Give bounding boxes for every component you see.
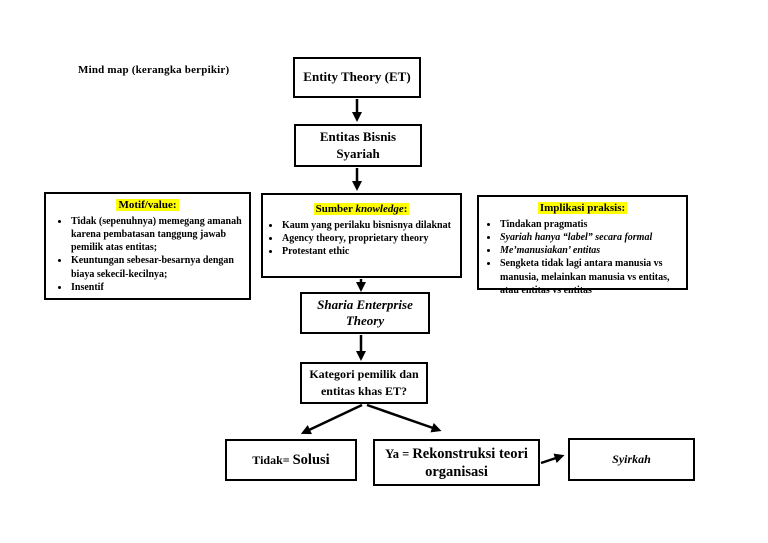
tidak-prefix: Tidak=: [252, 452, 293, 467]
implikasi-bullet-2: Syariah hanya “label” secara formal: [499, 231, 682, 244]
motif-value-title-highlight: Motif/value:: [116, 199, 179, 211]
motif-bullet-2: Keuntungan sebesar-besarnya dengan biaya…: [70, 254, 245, 280]
kategori-line2: entitas khas ET?: [320, 384, 408, 398]
implikasi-bullet-1: Tindakan pragmatis: [499, 218, 682, 231]
sumber-bullet-3: Protestant ethic: [281, 245, 456, 258]
sumber-bullet-2: Agency theory, proprietary theory: [281, 232, 456, 245]
node-entity-theory-label: Entity Theory (ET): [303, 69, 411, 85]
motif-value-title: Motif/value:: [46, 199, 249, 213]
node-kategori-pemilik: Kategori pemilik dan entitas khas ET?: [300, 362, 428, 404]
sumber-bullet-1: Kaum yang perilaku bisnisnya dilaknat: [281, 219, 456, 232]
arrow-kategori-to-ya: [366, 403, 442, 433]
page-title: Mind map (kerangka berpikir): [78, 64, 230, 76]
ya-prefix: Ya =: [385, 447, 413, 461]
node-ya-rekonstruksi: Ya = Rekonstruksi teori organisasi: [373, 439, 540, 486]
node-entitas-bisnis-syariah: Entitas Bisnis Syariah: [294, 124, 422, 167]
sumber-knowledge-bullet-list: Kaum yang perilaku bisnisnya dilaknat Ag…: [263, 219, 456, 259]
ya-rekonstruksi-label: Ya = Rekonstruksi teori organisasi: [385, 446, 528, 481]
motif-bullet-3: Insentif: [70, 281, 245, 294]
sumber-title-knowledge-word: knowledge: [355, 203, 404, 215]
node-syirkah: Syirkah: [568, 438, 695, 481]
node-entity-theory: Entity Theory (ET): [293, 57, 421, 98]
node-entitas-line1: Entitas Bisnis: [319, 129, 397, 145]
implikasi-praksis-bullet-list: Tindakan pragmatis Syariah hanya “label”…: [479, 218, 682, 297]
ya-word: Rekonstruksi teori organisasi: [412, 446, 528, 481]
node-sharia-enterprise-theory: Sharia Enterprise Theory: [300, 292, 430, 334]
motif-bullet-1: Tidak (sepenuhnya) memegang amanah karen…: [70, 215, 245, 255]
sumber-title-pre: Sumber: [315, 203, 356, 215]
motif-value-bullet-list: Tidak (sepenuhnya) memegang amanah karen…: [46, 215, 245, 294]
sharia-line2: Theory: [345, 313, 385, 328]
kategori-line1: Kategori pemilik dan: [309, 366, 419, 381]
arrow-ya-to-syirkah: [540, 453, 565, 465]
syirkah-label: Syirkah: [612, 452, 651, 466]
node-implikasi-praksis: Implikasi praksis: Tindakan pragmatis Sy…: [477, 195, 688, 296]
node-entitas-line2: Syariah: [336, 145, 380, 161]
sharia-line1: Sharia Enterprise: [317, 296, 413, 312]
arrow-kategori-to-tidak: [300, 403, 363, 435]
sumber-knowledge-title: Sumber knowledge:: [263, 203, 460, 217]
implikasi-bullet-4: Sengketa tidak lagi antara manusia vs ma…: [499, 257, 682, 297]
tidak-solusi-label: Tidak= Solusi: [252, 451, 329, 469]
sumber-title-colon: :: [403, 203, 408, 215]
node-sumber-knowledge: Sumber knowledge: Kaum yang perilaku bis…: [261, 193, 462, 278]
tidak-word: Solusi: [292, 451, 330, 468]
implikasi-praksis-title-highlight: Implikasi praksis:: [537, 202, 628, 214]
node-motif-value: Motif/value: Tidak (sepenuhnya) memegang…: [44, 192, 251, 300]
sumber-knowledge-title-highlight: Sumber knowledge:: [313, 203, 410, 215]
implikasi-bullet-3: Me’manusiakan’ entitas: [499, 244, 682, 257]
implikasi-praksis-title: Implikasi praksis:: [479, 202, 686, 216]
node-tidak-solusi: Tidak= Solusi: [225, 439, 357, 481]
